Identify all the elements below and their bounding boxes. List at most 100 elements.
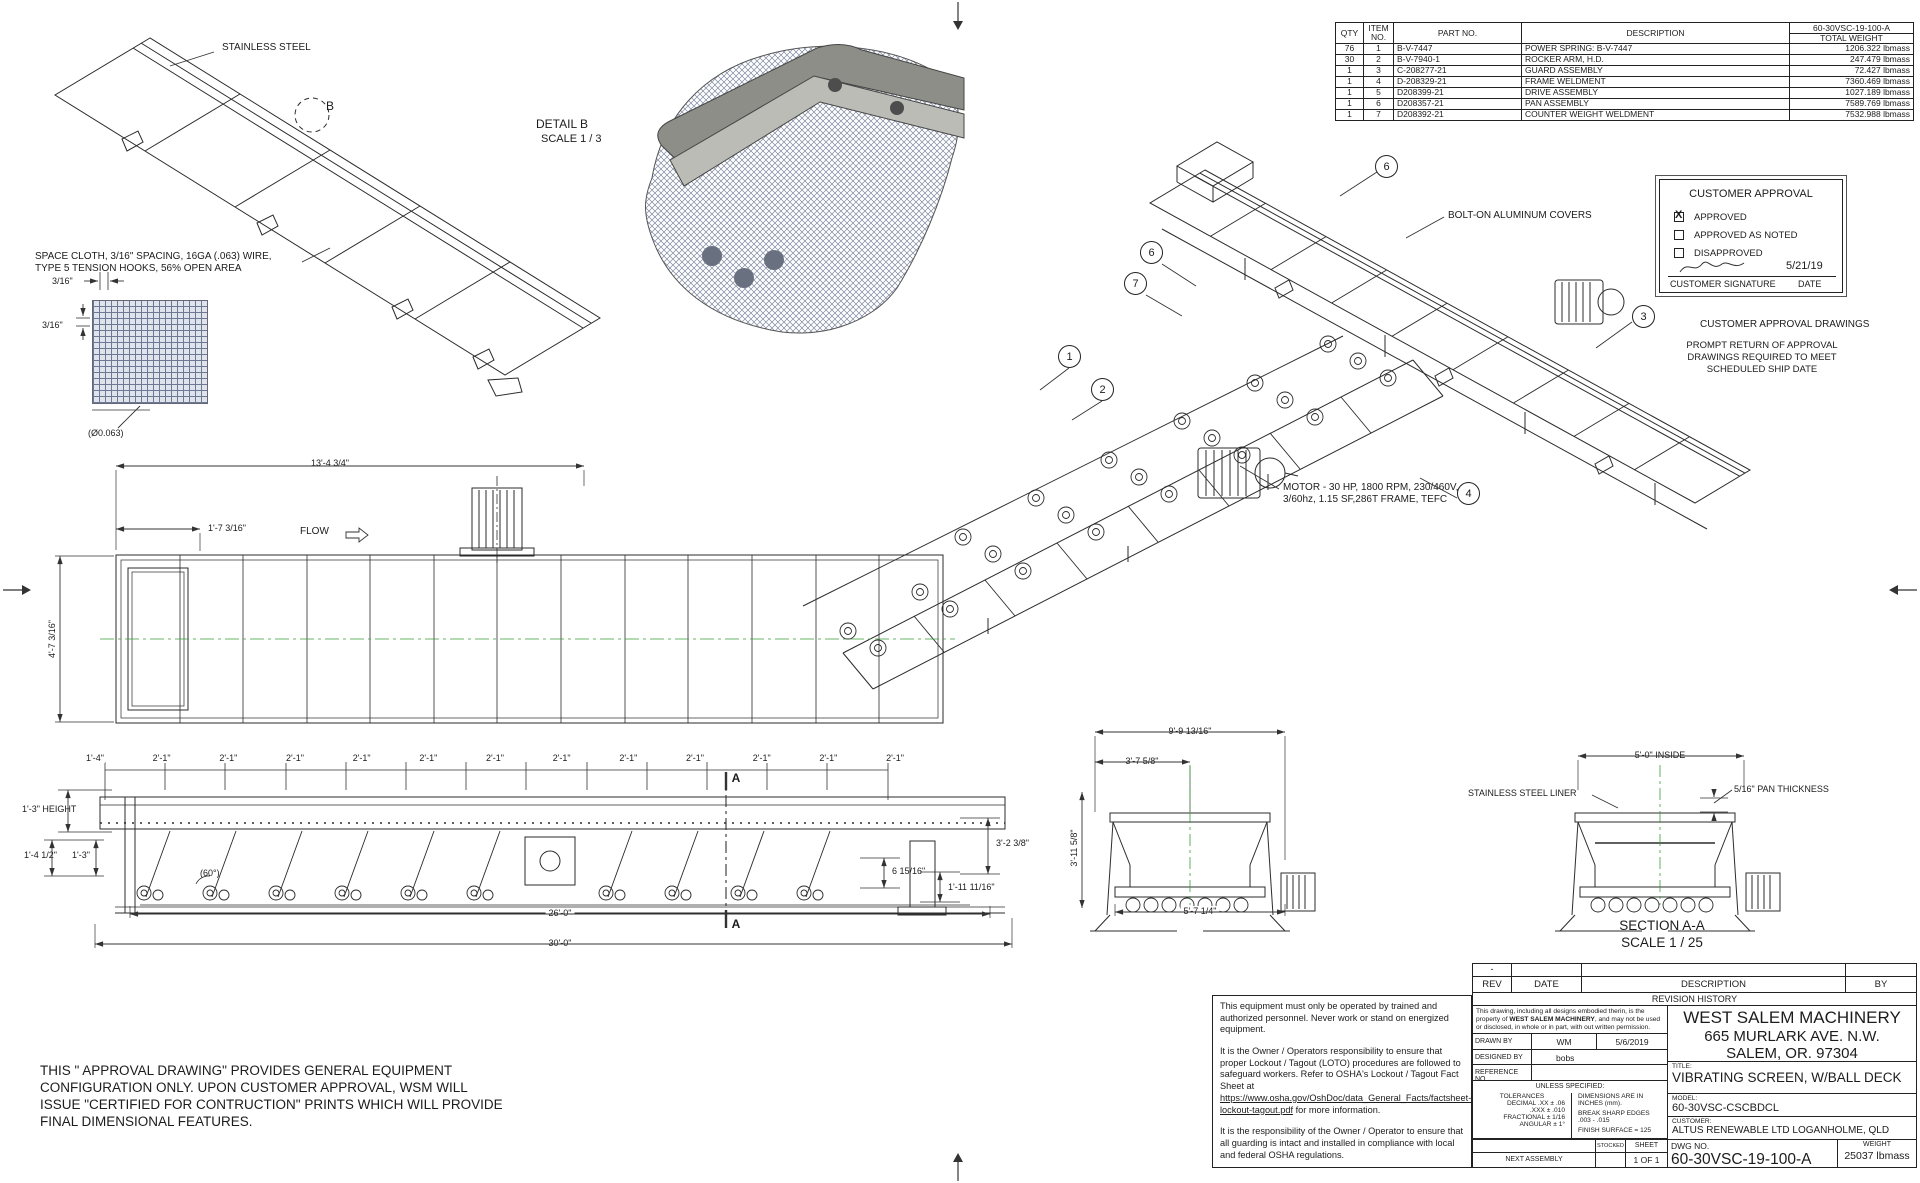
designed-by-value: bobs	[1531, 1049, 1668, 1065]
table-row: 1 6 D208357-21 PAN ASSEMBLY 7589.769 lbm…	[1335, 97, 1914, 110]
title-label: TITLE:	[1672, 1063, 1692, 1070]
pan-thickness-label: 5/16" PAN THICKNESS	[1734, 784, 1829, 794]
tol-angular: ANGULAR ± 1°	[1519, 1121, 1565, 1128]
approved-checkmark: X	[1675, 209, 1683, 221]
company-address: 665 MURLARK AVE. N.W.	[1704, 1028, 1880, 1045]
balloon-6b: 6	[1140, 241, 1163, 264]
balloon-4: 4	[1457, 482, 1480, 505]
cell-desc: COUNTER WEIGHT WELDMENT	[1521, 108, 1790, 121]
description-header: DESCRIPTION	[1581, 976, 1846, 993]
rev-empty-by	[1845, 963, 1917, 977]
osha-link[interactable]: https://www.osha.gov/OshDoc/data_General…	[1220, 1092, 1472, 1115]
cell-desc: FRAME WELDMENT	[1521, 75, 1790, 88]
bolt-on-covers-label: BOLT-ON ALUMINUM COVERS	[1448, 210, 1592, 221]
cell-part: B-V-7447	[1393, 42, 1522, 55]
drawn-by-label: DRAWN BY	[1472, 1033, 1532, 1050]
side-dimension-chain: 1'-4"2'-1"2'-1"2'-1"2'-1"2'-1"2'-1"2'-1"…	[85, 753, 905, 764]
tol-decimal-xxx: .XXX ± .010	[1529, 1107, 1565, 1114]
space-cloth-mesh-swatch	[92, 300, 208, 404]
drawing-title: VIBRATING SCREEN, W/BALL DECK	[1672, 1070, 1902, 1085]
mesh-spacing-v-dim: 3/16"	[42, 320, 63, 330]
approval-return-line3: SCHEDULED SHIP DATE	[1706, 364, 1818, 375]
weight-value: 25037 lbmass	[1844, 1150, 1910, 1162]
table-row: 1 4 D-208329-21 FRAME WELDMENT 7360.469 …	[1335, 75, 1914, 88]
wire-diameter-label: (Ø0.063)	[88, 428, 124, 438]
disapproved-checkbox	[1674, 248, 1684, 258]
cell-qty: 1	[1335, 64, 1364, 77]
cell-item: 1	[1363, 42, 1394, 55]
section-aa-scale: SCALE 1 / 25	[1621, 935, 1703, 950]
flow-arrow-icon	[345, 527, 369, 543]
approval-return-line2: DRAWINGS REQUIRED TO MEET	[1687, 352, 1837, 363]
detail-b-title: DETAIL B	[536, 117, 589, 131]
plan-view	[100, 476, 955, 724]
motor-end	[1280, 872, 1316, 912]
side-dim-r3: 3'-2 3/8"	[996, 838, 1029, 848]
drawn-date-value: 5/6/2019	[1596, 1033, 1668, 1050]
isometric-pan-view	[1148, 141, 1752, 530]
cell-part: D208392-21	[1393, 108, 1522, 121]
cell-part: D208399-21	[1393, 86, 1522, 99]
safety-paragraph-2: It is the Owner / Operators responsibili…	[1220, 1046, 1471, 1116]
table-row: 1 5 D208399-21 DRIVE ASSEMBLY 1027.189 l…	[1335, 86, 1914, 99]
section-letter-bottom: A	[731, 917, 741, 931]
parts-table: QTY ITEM NO. PART NO. DESCRIPTION 60-30V…	[1335, 22, 1914, 121]
approval-drawing-note: THIS " APPROVAL DRAWING" PROVIDES GENERA…	[40, 1062, 503, 1130]
rev-empty-date	[1511, 963, 1582, 977]
designed-by-label: DESIGNED BY	[1472, 1049, 1532, 1065]
dim-note-3: BREAK SHARP EDGES	[1578, 1110, 1650, 1117]
note-line2: CONFIGURATION ONLY. UPON CUSTOMER APPROV…	[40, 1080, 468, 1095]
model-cell: MODEL: 60-30VSC-CSCBDCL	[1667, 1093, 1917, 1117]
rev-dash-cell: -	[1472, 963, 1512, 977]
cell-item: 3	[1363, 64, 1394, 77]
approval-return-line1: PROMPT RETURN OF APPROVAL	[1686, 340, 1838, 351]
side-angle-dim: (60°)	[200, 868, 220, 878]
cell-qty: 1	[1335, 108, 1364, 121]
approval-box-title: CUSTOMER APPROVAL	[1689, 188, 1813, 200]
stainless-liner-label: STAINLESS STEEL LINER	[1468, 788, 1577, 798]
title-cell: TITLE: VIBRATING SCREEN, W/BALL DECK	[1667, 1061, 1917, 1094]
dim-note-2: INCHES (mm).	[1578, 1100, 1622, 1107]
col-weight: TOTAL WEIGHT	[1789, 33, 1914, 44]
section-aa-title: SECTION A-A	[1619, 918, 1705, 933]
motor-spec-line1: MOTOR - 30 HP, 1800 RPM, 230/460V,	[1283, 482, 1459, 493]
col-item: ITEM NO.	[1363, 22, 1394, 44]
signature-line	[1668, 276, 1836, 277]
rev-empty-desc	[1581, 963, 1846, 977]
customer-label: CUSTOMER:	[1672, 1118, 1712, 1125]
model-value: 60-30VSC-CSCBDCL	[1672, 1102, 1779, 1114]
approved-as-noted-checkbox	[1674, 230, 1684, 240]
table-row: 76 1 B-V-7447 POWER SPRING: B-V-7447 120…	[1335, 42, 1914, 55]
note-line1: THIS " APPROVAL DRAWING" PROVIDES GENERA…	[40, 1063, 453, 1078]
stocked-cell: STOCKED	[1595, 1139, 1626, 1168]
cell-qty: 76	[1335, 42, 1364, 55]
tol-fractional: FRACTIONAL ± 1/16	[1503, 1114, 1565, 1121]
safety-p2-tail: for more information.	[1293, 1104, 1381, 1115]
dwg-no-value: 60-30VSC-19-100-A	[1671, 1151, 1812, 1168]
cell-desc: PAN ASSEMBLY	[1521, 97, 1790, 110]
company-name: WEST SALEM MACHINERY	[1683, 1008, 1901, 1027]
weight-label: WEIGHT	[1863, 1141, 1891, 1148]
col-desc: DESCRIPTION	[1521, 22, 1790, 44]
motor-iso-2	[1554, 279, 1625, 325]
tolerances-cell: UNLESS SPECIFIED: TOLERANCES DECIMAL .XX…	[1472, 1080, 1668, 1139]
side-dim-r2: 1'-11 11/16"	[948, 882, 995, 892]
customer-value: ALTUS RENEWABLE LTD LOGANHOLME, QLD	[1672, 1125, 1890, 1136]
balloon-7: 7	[1124, 272, 1147, 295]
chain-dim-label: 2'-1"	[751, 753, 772, 764]
revision-history-header: REVISION HISTORY	[1472, 992, 1917, 1006]
detail-b-scale: SCALE 1 / 3	[541, 133, 602, 145]
cell-weight: 1206.322 lbmass	[1789, 42, 1914, 55]
balloon-3: 3	[1632, 305, 1655, 328]
cell-weight: 7532.988 lbmass	[1789, 108, 1914, 121]
drive-side	[524, 836, 576, 886]
cell-qty: 1	[1335, 75, 1364, 88]
company-city: SALEM, OR. 97304	[1726, 1045, 1858, 1062]
cell-weight: 72.427 lbmass	[1789, 64, 1914, 77]
chain-dim-label: 2'-1"	[218, 753, 239, 764]
sheet-cell: SHEET 1 OF 1	[1625, 1139, 1668, 1168]
chain-dim-label: 2'-1"	[151, 753, 172, 764]
chain-dim-label: 2'-1"	[885, 753, 905, 764]
